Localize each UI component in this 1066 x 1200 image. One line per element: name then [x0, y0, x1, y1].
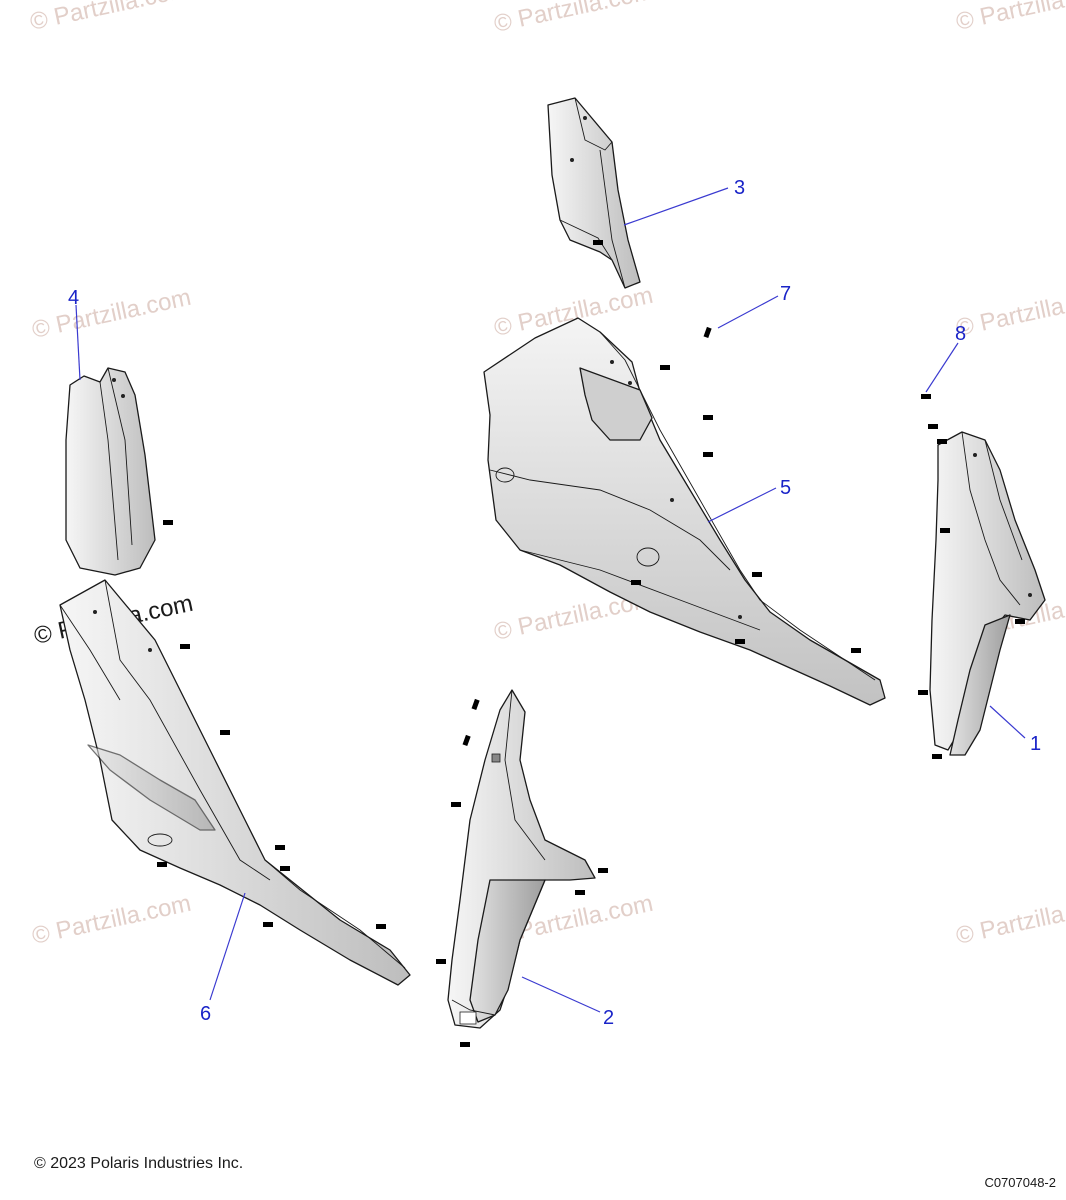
fastener: [660, 365, 670, 380]
callout-6: 6: [200, 1003, 211, 1025]
fastener: [752, 572, 762, 587]
callout-3: 3: [734, 177, 745, 199]
fastener: [598, 868, 608, 883]
fastener: [376, 924, 386, 939]
fastener: [180, 644, 190, 659]
part-5-center-panel: [483, 317, 886, 706]
fastener: [703, 326, 722, 342]
svg-text:© Partzilla.com: © Partzilla.com: [954, 0, 1066, 36]
leader-8: [925, 342, 959, 393]
fastener: [918, 690, 928, 705]
leader-lines: [75, 187, 1026, 1013]
leader-6: [209, 892, 246, 1001]
fastener: [462, 734, 481, 750]
fastener: [575, 890, 585, 905]
fastener: [157, 862, 167, 877]
fastener: [263, 922, 273, 937]
part-2-lower-panel: [447, 689, 596, 1029]
leader-7: [717, 295, 779, 329]
fastener: [851, 648, 861, 663]
fastener: [275, 845, 285, 860]
svg-text:© Partzilla.com: © Partzilla.com: [954, 282, 1066, 342]
callout-8: 8: [955, 323, 966, 345]
callout-labels: 1 2 3 4 5 6 7 8: [68, 177, 1041, 1029]
fastener: [703, 415, 713, 430]
fastener: [928, 424, 938, 439]
fastener: [163, 520, 173, 535]
svg-text:© Partzilla.com: © Partzilla.com: [30, 284, 194, 344]
copyright-text: © 2023 Polaris Industries Inc.: [34, 1155, 244, 1172]
part-4-upper-panel: [65, 367, 156, 576]
leader-2: [521, 976, 601, 1013]
fastener: [703, 452, 713, 467]
leader-4: [75, 304, 81, 381]
fastener: [460, 1042, 470, 1057]
leader-1: [989, 705, 1026, 739]
svg-text:© Partzilla.com: © Partzilla.com: [492, 0, 656, 38]
fastener: [436, 959, 446, 974]
callout-5: 5: [780, 477, 791, 499]
fastener: [932, 754, 942, 769]
part-1-right-panel: [929, 431, 1046, 756]
part-6-rocker-panel: [59, 579, 411, 986]
drawing-number: C0707048-2: [984, 1175, 1056, 1190]
fastener: [921, 394, 931, 409]
part-3-upper-panel: [547, 97, 641, 289]
callout-4: 4: [68, 287, 79, 309]
svg-text:© Partzilla.com: © Partzilla.com: [28, 0, 192, 36]
svg-text:© Partzilla.com: © Partzilla.com: [954, 890, 1066, 950]
fastener: [451, 802, 461, 817]
callout-2: 2: [603, 1007, 614, 1029]
callout-1: 1: [1030, 733, 1041, 755]
svg-text:© Partzilla.com: © Partzilla.com: [30, 890, 194, 950]
fastener: [471, 698, 490, 714]
leader-5: [707, 487, 777, 523]
leader-3: [623, 187, 729, 226]
callout-7: 7: [780, 283, 791, 305]
fastener: [220, 730, 230, 745]
